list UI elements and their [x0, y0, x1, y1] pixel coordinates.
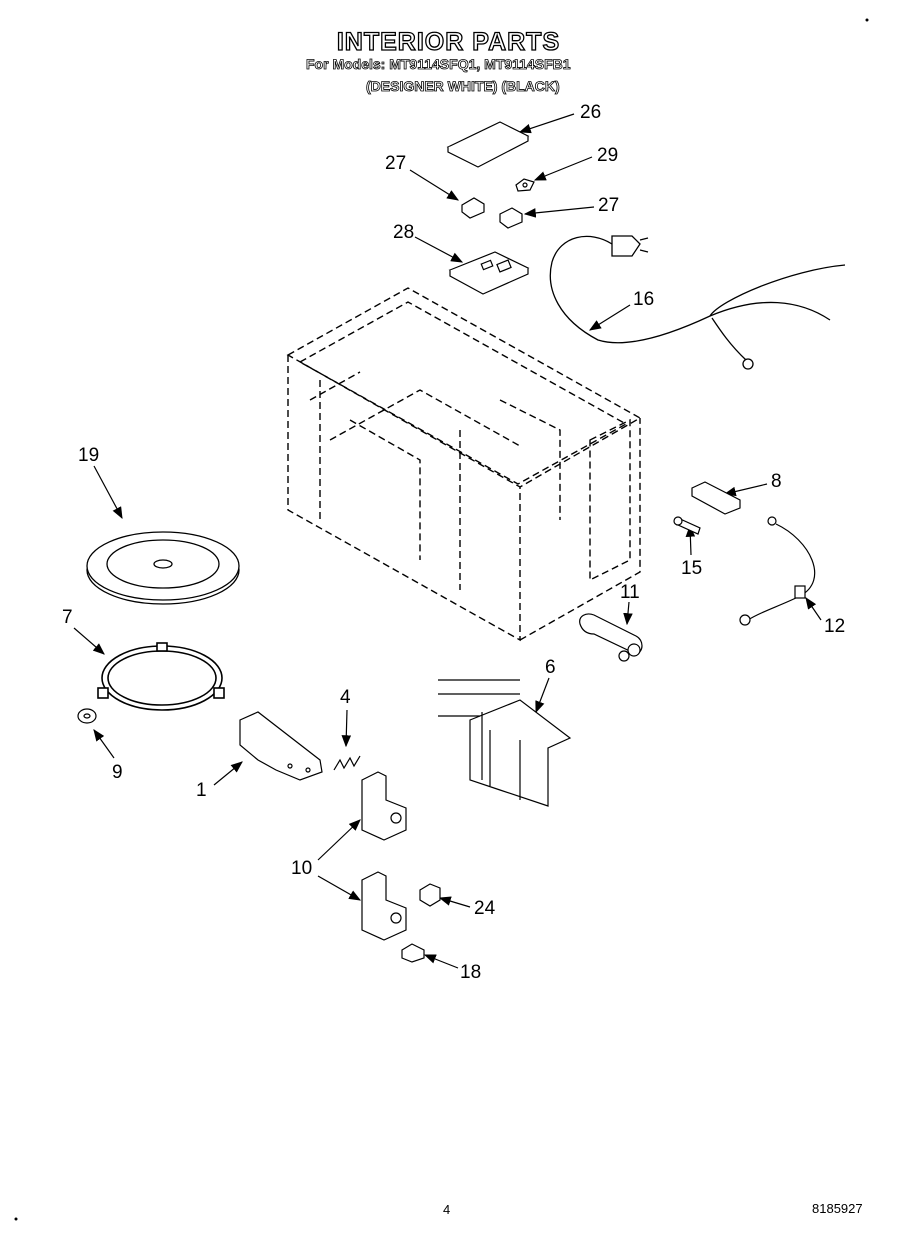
part-16-power-cord	[549, 235, 846, 370]
callout-9: 9	[112, 762, 123, 783]
callout-8: 8	[771, 471, 782, 492]
callout-4: 4	[340, 687, 351, 708]
part-4-spring	[333, 755, 361, 771]
callout-12: 12	[824, 616, 846, 637]
callout-10: 10	[291, 858, 313, 879]
part-8-bracket	[691, 481, 741, 515]
page-number: 4	[443, 1202, 451, 1217]
part-11-capacitor	[579, 613, 643, 662]
part-12-ground-wire	[739, 516, 816, 626]
callout-28: 28	[393, 222, 415, 243]
part-26-panel	[446, 121, 530, 168]
doc-number: 8185927	[812, 1201, 863, 1216]
part-1-bracket	[239, 711, 323, 781]
leader-lines	[73, 113, 822, 969]
part-10-switch-upper	[361, 771, 407, 841]
callout-29: 29	[597, 145, 619, 166]
part-18-actuator	[401, 943, 425, 963]
corner-mark	[14, 1217, 18, 1221]
part-9-roller	[77, 708, 97, 724]
page-title: INTERIOR PARTS	[336, 27, 561, 56]
part-27-clip-left	[461, 197, 485, 219]
corner-mark	[865, 18, 869, 22]
part-19-turntable	[86, 531, 240, 605]
part-10-switch-lower	[361, 871, 407, 941]
callout-27-left: 27	[385, 153, 407, 174]
callout-7: 7	[62, 607, 73, 628]
callout-27-right: 27	[598, 195, 620, 216]
models-line: For Models: MT9114SFQ1, MT9114SFB1	[306, 56, 571, 73]
callout-6: 6	[545, 657, 556, 678]
part-7-roller-ring	[97, 642, 225, 711]
part-27-clip-right	[499, 207, 523, 229]
callout-11: 11	[620, 582, 640, 603]
callout-16: 16	[633, 289, 655, 310]
part-24-clip	[419, 883, 441, 907]
part-29-nut	[515, 178, 535, 192]
callout-1: 1	[196, 780, 207, 801]
callout-26: 26	[580, 102, 602, 123]
part-15-screw	[673, 516, 701, 535]
callout-19: 19	[78, 445, 100, 466]
callout-24: 24	[474, 898, 496, 919]
callout-18: 18	[460, 962, 482, 983]
callout-15: 15	[681, 558, 703, 579]
oven-cavity	[286, 287, 642, 642]
part-28-control-board	[448, 251, 530, 295]
part-6-transformer	[438, 679, 572, 807]
variant-line: (DESIGNER WHITE) (BLACK)	[366, 78, 560, 95]
